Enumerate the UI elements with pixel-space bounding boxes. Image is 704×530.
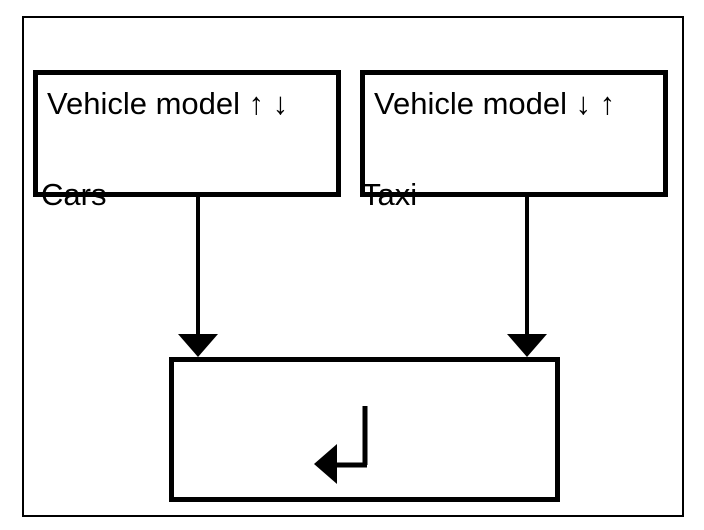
- connector-cars-down-arrow-icon: [178, 197, 218, 357]
- node-merge: [169, 357, 560, 502]
- node-label-cars: Cars: [41, 177, 107, 212]
- node-label-taxi: Taxi: [362, 177, 418, 212]
- node-taxi: Vehicle model ↓ ↑: [360, 70, 668, 197]
- connector-taxi-down-arrow-icon: [507, 197, 547, 357]
- return-arrow-icon: [314, 406, 368, 484]
- node-taxi-title: Vehicle model ↓ ↑: [374, 86, 616, 121]
- node-cars: Vehicle model ↑ ↓: [33, 70, 341, 197]
- diagram-border: [22, 16, 684, 517]
- node-cars-title: Vehicle model ↑ ↓: [47, 86, 289, 121]
